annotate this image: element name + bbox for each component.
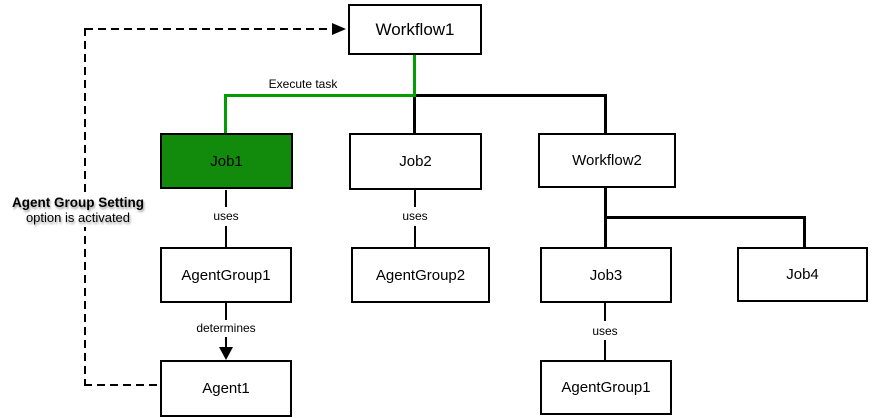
dashed-connector-bottom — [84, 384, 160, 386]
execute-task-line-across — [224, 94, 416, 97]
node-workflow1: Workflow1 — [348, 4, 482, 55]
determines-line-lower — [225, 337, 227, 348]
workflow2-to-job4-line — [803, 216, 806, 247]
node-job1: Job1 — [160, 133, 293, 189]
node-job2: Job2 — [349, 133, 482, 190]
job3-uses-line-lower — [604, 340, 606, 360]
job3-uses-line-upper — [604, 303, 606, 321]
workflow1-branch-line — [414, 94, 607, 97]
arrowhead-down-icon — [219, 347, 233, 360]
node-agentgroup1-bottom: AgentGroup1 — [540, 360, 672, 415]
agent-group-setting-note-subtitle: option is activated — [25, 210, 131, 225]
determines-label: determines — [192, 321, 260, 335]
execute-task-label: Execute task — [255, 77, 351, 91]
agent-group-setting-note-title: Agent Group Setting — [12, 195, 144, 210]
job2-uses-line-upper — [414, 190, 416, 207]
job2-uses-line-lower — [414, 226, 416, 247]
job2-uses-label: uses — [395, 209, 435, 223]
job1-uses-line-lower — [225, 226, 227, 247]
node-job4: Job4 — [737, 247, 868, 302]
node-agentgroup1: AgentGroup1 — [160, 247, 292, 303]
agent-group-setting-note: Agent Group Setting option is activated — [2, 193, 154, 227]
workflow2-branch-line — [604, 216, 806, 219]
node-job3: Job3 — [540, 247, 672, 303]
execute-task-line-down — [413, 55, 416, 96]
job3-uses-label: uses — [585, 324, 625, 338]
node-agentgroup2: AgentGroup2 — [351, 247, 490, 303]
workflow1-to-job2-line — [413, 94, 416, 133]
node-workflow2: Workflow2 — [538, 133, 676, 188]
dashed-connector-top — [85, 28, 333, 30]
arrowhead-right-icon — [332, 23, 346, 35]
job1-uses-label: uses — [206, 209, 246, 223]
determines-line-upper — [225, 302, 227, 320]
job1-uses-line-upper — [225, 190, 227, 207]
node-agent1: Agent1 — [160, 360, 292, 417]
workflow1-to-workflow2-line — [604, 94, 607, 133]
execute-task-line-to-job1 — [224, 94, 227, 133]
